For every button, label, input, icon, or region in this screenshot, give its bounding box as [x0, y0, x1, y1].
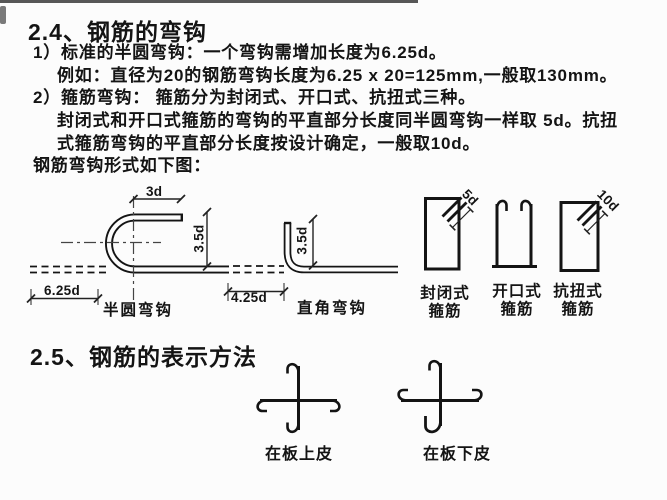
dim-tick [583, 228, 591, 235]
symbol-left-hook [397, 388, 408, 402]
section-2-5-title: 2.5、钢筋的表示方法 [30, 344, 257, 370]
section-2-4-title: 2.4、钢筋的弯钩 [28, 19, 207, 45]
torsion-stirrup-outline [559, 201, 600, 272]
dim-tick [176, 194, 186, 204]
closed-stirrup-diagram [424, 196, 474, 271]
symbol-top-hook [286, 362, 300, 374]
symbol-bottom-hook [286, 422, 300, 434]
open-stirrup-left-hook [495, 199, 508, 211]
symbol-bottom-u-hook [424, 416, 442, 434]
open-stirrup-diagram [492, 199, 537, 268]
hook-leg [446, 201, 468, 223]
scan-edge-blob [0, 6, 6, 24]
right-hook-bar-core [285, 223, 398, 272]
symbol-right-hook [330, 399, 341, 413]
body-line: 1）标准的半圆弯钩：一个弯钩需增加长度为6.25d。 [33, 43, 447, 62]
hook-leg [441, 196, 463, 218]
rebar-symbol-bottom-layer [397, 359, 483, 434]
semi-hook-bar-core [106, 215, 229, 272]
body-line: 例如：直径为20的钢筋弯钩长度为6.25 x 20=125mm,一般取130mm… [57, 65, 618, 85]
hook-leg [581, 205, 603, 227]
right-hook-caption: 直角弯钩 [297, 300, 368, 317]
dim-tick [467, 206, 474, 213]
caption-line: 箍筋 [428, 302, 462, 320]
open-stirrup-right-hook [520, 199, 533, 211]
body-line: 钢筋弯钩形式如下图： [33, 156, 211, 176]
dim-5d-line [452, 209, 471, 228]
dim-label-4-25d: 4.25d [231, 290, 268, 305]
dim-tick [449, 224, 456, 231]
dim-tick [202, 261, 212, 272]
dim-tick [93, 293, 103, 304]
dim-tick [279, 286, 289, 297]
caption-line: 箍筋 [561, 300, 595, 318]
dim-tick [223, 286, 233, 297]
dim-tick [128, 194, 139, 204]
caption-line: 开口式 [492, 283, 542, 300]
symbol-left-hook [256, 399, 267, 413]
dim-label-3-5d-semi: 3.5d [191, 224, 207, 253]
dim-label-3d: 3d [146, 184, 163, 199]
semi-hook-caption: 半圆弯钩 [103, 302, 174, 319]
top-layer-caption: 在板上皮 [264, 446, 333, 463]
open-stirrup-caption: 开口式 箍筋 [485, 283, 549, 318]
dim-tick [308, 214, 318, 224]
dim-tick [26, 293, 36, 304]
body-line: 封闭式和开口式箍筋的弯钩的平直部分长度同半圆弯钩一样取 5d。抗扭 [57, 111, 618, 131]
torsion-stirrup-diagram [559, 200, 609, 272]
dim-label-6-25d: 6.25d [44, 283, 81, 298]
caption-line: 抗扭式 [553, 283, 603, 300]
right-angle-hook-diagram [223, 214, 398, 301]
dim-tick [601, 210, 609, 217]
semi-hook-diagram [26, 194, 229, 305]
hook-leg [576, 200, 598, 222]
section-2-4-body: 1）标准的半圆弯钩：一个弯钩需增加长度为6.25d。 例如：直径为20的钢筋弯钩… [33, 42, 618, 178]
symbol-top-hook [428, 359, 442, 371]
scan-edge-line [0, 0, 418, 3]
symbol-right-hook [472, 388, 483, 402]
closed-stirrup-caption: 封闭式 箍筋 [413, 285, 477, 320]
body-line: 2）箍筋弯钩： 箍筋分为封闭式、开口式、抗扭式三种。 [33, 88, 476, 108]
body-line: 式箍筋弯钩的平直部分长度按设计确定，一般取10d。 [57, 133, 481, 153]
caption-line: 封闭式 [420, 285, 470, 302]
semi-hook-bar [105, 213, 229, 274]
dim-tick [308, 260, 318, 271]
rebar-symbol-top-layer [256, 362, 341, 434]
bottom-layer-caption: 在板下皮 [422, 446, 491, 463]
dim-label-3-5d-right: 3.5d [294, 226, 310, 255]
dim-10d-line [586, 213, 606, 232]
caption-line: 箍筋 [500, 300, 534, 318]
torsion-stirrup-caption: 抗扭式 箍筋 [546, 283, 610, 318]
closed-stirrup-outline [424, 197, 461, 271]
dim-tick [202, 207, 212, 217]
